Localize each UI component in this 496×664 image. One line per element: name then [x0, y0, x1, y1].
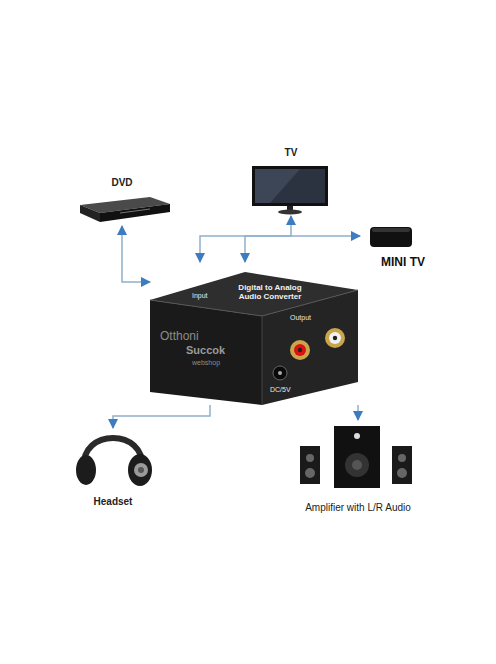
- ear-cup-plate: [138, 467, 144, 473]
- connector: [357, 405, 359, 420]
- rca-jack: [325, 328, 345, 348]
- dvd-tray: [120, 209, 150, 213]
- device-label: Amplifier with L/R Audio: [303, 501, 413, 514]
- amplifier: [300, 426, 412, 488]
- speaker-cone: [398, 454, 406, 462]
- headset: [76, 438, 152, 486]
- device-text: Digital to Analog Audio Converter: [228, 284, 312, 302]
- tv-glare: [255, 169, 300, 203]
- mini-tv-top: [372, 228, 410, 232]
- tv-set: [252, 166, 328, 215]
- device-label: DVD: [109, 176, 134, 189]
- watermark: Otthoni: [160, 330, 199, 343]
- device-text: Input: [192, 292, 208, 300]
- speaker-cone: [397, 468, 407, 478]
- ear-cup: [76, 455, 96, 485]
- speaker: [392, 446, 412, 484]
- speaker-cone: [305, 468, 315, 478]
- speaker-cone: [306, 454, 314, 462]
- tv-frame: [252, 166, 328, 206]
- subwoofer-cone: [352, 460, 362, 470]
- subwoofer-knob: [354, 433, 360, 439]
- rca-jack: [290, 340, 310, 360]
- dvd-front: [100, 204, 170, 222]
- dvd-player: [80, 197, 170, 222]
- speaker: [300, 446, 320, 484]
- device-text: Output: [290, 314, 311, 322]
- rca-jack: [294, 344, 306, 356]
- rca-jack: [333, 336, 337, 340]
- dc-jack: [278, 371, 282, 375]
- ear-cup-plate: [134, 463, 148, 477]
- converter-box: [150, 272, 358, 405]
- watermark: webshop: [192, 359, 220, 367]
- dc-jack: [273, 366, 287, 380]
- rca-jack: [329, 332, 341, 344]
- dvd-side: [80, 205, 100, 222]
- tv-base: [278, 210, 302, 215]
- device-node: TV: [246, 146, 336, 216]
- device-text: DC/5V: [270, 386, 291, 394]
- converter-side: [262, 290, 358, 405]
- mini-tv-body: [370, 227, 412, 247]
- connector: [113, 405, 210, 428]
- device-node: DVD: [70, 176, 174, 226]
- rca-jack: [298, 348, 302, 352]
- device-node: Amplifier with L/R Audio: [290, 420, 426, 514]
- device-label: TV: [283, 146, 300, 159]
- converter-edge: [262, 316, 263, 405]
- watermark: Succok: [186, 344, 225, 356]
- device-label: MINI TV: [379, 255, 427, 270]
- device-label: Headset: [92, 495, 135, 508]
- ear-cup: [128, 454, 152, 486]
- mini-tv-box: [370, 227, 412, 247]
- converter-front: [150, 300, 262, 405]
- subwoofer-cone: [345, 453, 369, 477]
- connector: [245, 236, 360, 262]
- subwoofer: [334, 426, 380, 488]
- device-node: MINI TV: [360, 224, 446, 270]
- tv-screen: [255, 169, 325, 203]
- device-node: Headset: [66, 428, 160, 508]
- connector: [122, 226, 150, 282]
